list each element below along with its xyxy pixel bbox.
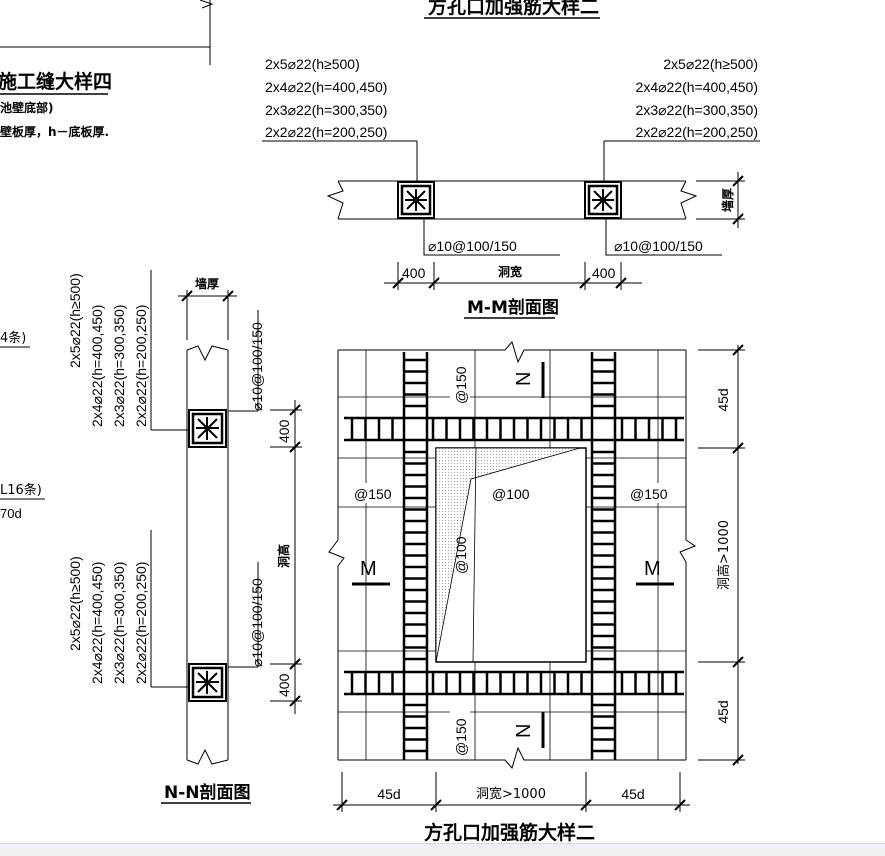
- mm-spec-right-2: 2x4⌀22(h=400,450): [636, 79, 758, 95]
- left-frag-b: L16条): [0, 482, 42, 498]
- nn-opening-height-label: 洞高: [276, 544, 291, 568]
- top-partial-title: 方孔口加强筋大样二: [424, 0, 600, 19]
- mm-wall-thickness-dim: 墙厚: [696, 172, 745, 228]
- section-marker-m-left: M: [352, 558, 390, 586]
- left-title-text: 施工缝大样四: [0, 70, 112, 93]
- nn-spec-bottom-1: 2x5⌀22(h≥500): [67, 556, 83, 651]
- nn-spec-top-4: 2x2⌀22(h=200,250): [133, 305, 149, 427]
- mm-spec-left-1: 2x5⌀22(h≥500): [265, 56, 360, 72]
- mm-rebar-block-right: [584, 181, 622, 219]
- plan-outline: [328, 340, 697, 770]
- nn-wall-thickness-label: 墙厚: [195, 276, 219, 291]
- nn-spec-bottom-2: 2x4⌀22(h=400,450): [89, 562, 105, 684]
- spacing-150-top: @150: [453, 366, 469, 404]
- ladder-rungs: [350, 358, 678, 753]
- nn-rebar-spec-top: 2x5⌀22(h≥500) 2x4⌀22(h=400,450) 2x3⌀22(h…: [67, 270, 190, 431]
- bottom-title-text: 方孔口加强筋大样二: [424, 821, 595, 844]
- mm-section: 2x5⌀22(h≥500) 2x4⌀22(h=400,450) 2x3⌀22(h…: [262, 56, 760, 319]
- nn-dim-400-top: 400: [276, 419, 292, 443]
- mm-opening-width-label: 洞宽: [498, 264, 522, 279]
- plan-dim-45d-right-bottom: 45d: [715, 700, 731, 723]
- plan-right-dims: [698, 344, 745, 766]
- nn-rebar-block-bottom: [188, 663, 227, 702]
- mm-section-title: M-M剖面图: [467, 297, 559, 318]
- nn-dim-400-bottom: 400: [276, 673, 292, 697]
- nn-section: 2x5⌀22(h≥500) 2x4⌀22(h=400,450) 2x3⌀22(h…: [67, 270, 302, 804]
- spacing-150-left: @150: [354, 486, 392, 502]
- section-marker-n-top: N: [513, 362, 545, 398]
- nn-height-dim: [270, 400, 302, 714]
- mm-wall-outline: [326, 141, 722, 256]
- nn-wall-thickness-dim: 墙厚: [178, 276, 237, 340]
- plan-spacing-labels: @150 @150 @150 @150 @100 @100: [352, 356, 674, 756]
- nn-section-title: N-N剖面图: [164, 782, 251, 803]
- nn-stirrup-bottom: ⌀10@100/150: [249, 578, 265, 667]
- mm-rebar-spec-right: 2x5⌀22(h≥500) 2x4⌀22(h=400,450) 2x3⌀22(h…: [604, 56, 760, 142]
- section-marker-m-right: M: [636, 558, 674, 586]
- mm-wall-thickness-label: 墙厚: [720, 188, 735, 212]
- section-n-top-letter: N: [513, 372, 535, 386]
- mm-width-dim: 400 洞宽 400: [384, 262, 642, 290]
- section-m-right-letter: M: [644, 558, 661, 580]
- section-n-bottom-letter: N: [513, 724, 535, 738]
- left-frag-c: 70d: [0, 506, 22, 521]
- nn-spec-bottom-3: 2x3⌀22(h=300,350): [111, 562, 127, 684]
- mm-spec-left-4: 2x2⌀22(h=200,250): [265, 124, 387, 140]
- left-frag-a: 4条): [0, 330, 26, 346]
- mm-spec-right-1: 2x5⌀22(h≥500): [663, 56, 758, 72]
- nn-spec-top-2: 2x4⌀22(h=400,450): [89, 305, 105, 427]
- nn-spec-top-1: 2x5⌀22(h≥500): [67, 273, 83, 368]
- plan-dim-45d-bottom-right: 45d: [621, 786, 644, 802]
- plan-dim-45d-bottom-left: 45d: [377, 786, 400, 802]
- plan-dim-45d-right-top: 45d: [715, 388, 731, 411]
- nn-wall-outline: [186, 310, 259, 765]
- nn-rebar-block-top: [188, 409, 227, 448]
- plan-opening-width-dim: 洞宽>1000: [476, 786, 546, 802]
- plan-bottom-dims: [333, 772, 690, 812]
- spacing-150-bottom: @150: [453, 718, 469, 756]
- mm-spec-right-3: 2x3⌀22(h=300,350): [636, 102, 758, 118]
- plan-opening-height-dim: 洞高>1000: [716, 520, 732, 590]
- spacing-100-vertical: @100: [453, 536, 469, 574]
- mm-rebar-block-left: [397, 181, 435, 219]
- section-m-left-letter: M: [360, 558, 377, 580]
- left-partial-block: 施工缝大样四 池壁底部) 壁板厚，h－底板厚. 4条) L16条) 70d: [0, 70, 112, 521]
- nn-spec-top-3: 2x3⌀22(h=300,350): [111, 305, 127, 427]
- plan-opening-hatch: [435, 447, 581, 663]
- section-marker-n-bottom: N: [513, 712, 545, 748]
- nn-spec-bottom-4: 2x2⌀22(h=200,250): [133, 562, 149, 684]
- status-bar: [0, 843, 885, 856]
- nn-rebar-spec-bottom: 2x5⌀22(h≥500) 2x4⌀22(h=400,450) 2x3⌀22(h…: [67, 530, 190, 688]
- mm-dim-400-left: 400: [402, 265, 426, 281]
- left-note-2: 壁板厚，h－底板厚.: [0, 124, 109, 139]
- spacing-100-horizontal: @100: [492, 486, 530, 502]
- nn-stirrup-top: ⌀10@100/150: [249, 322, 265, 411]
- left-note-1: 池壁底部): [0, 100, 54, 115]
- mm-stirrup-right: ⌀10@100/150: [614, 238, 703, 254]
- top-title-text: 方孔口加强筋大样二: [428, 0, 599, 18]
- spacing-150-right: @150: [630, 486, 668, 502]
- mm-dim-400-right: 400: [592, 265, 616, 281]
- mm-spec-left-2: 2x4⌀22(h=400,450): [265, 79, 387, 95]
- mm-spec-right-4: 2x2⌀22(h=200,250): [636, 124, 758, 140]
- top-left-fragment: [0, 0, 214, 65]
- main-plan: @150 @150 @150 @150 @100 @100 M M N N: [328, 340, 745, 844]
- mm-stirrup-left: ⌀10@100/150: [428, 238, 517, 254]
- mm-rebar-spec-left: 2x5⌀22(h≥500) 2x4⌀22(h=400,450) 2x3⌀22(h…: [262, 56, 417, 142]
- mm-spec-left-3: 2x3⌀22(h=300,350): [265, 102, 387, 118]
